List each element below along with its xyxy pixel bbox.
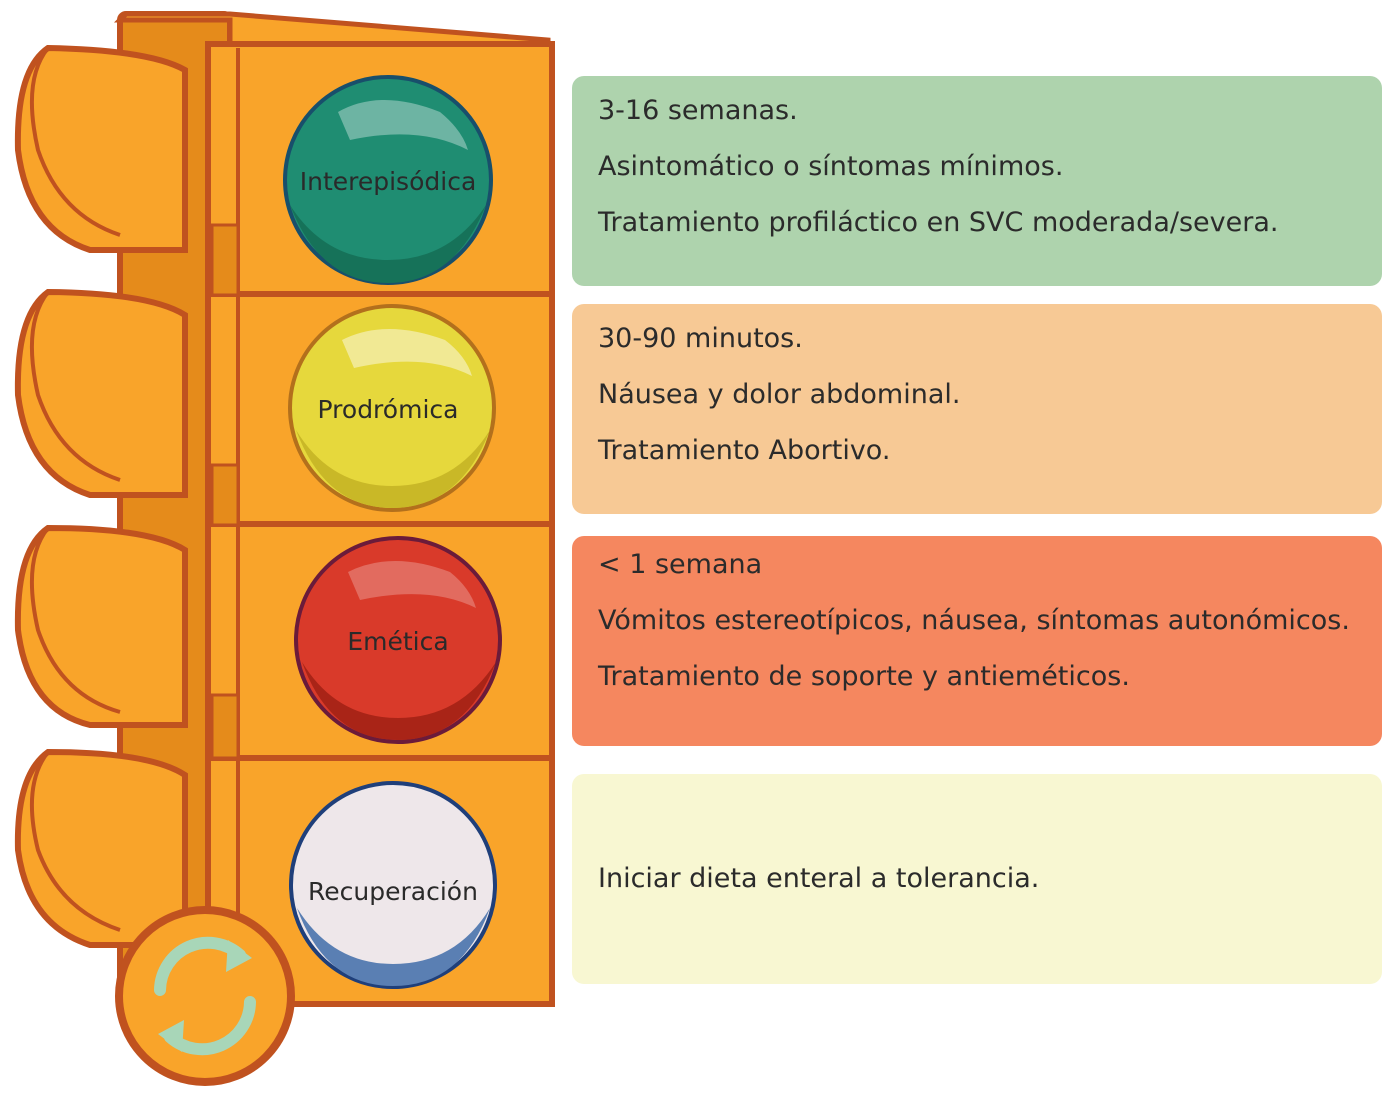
housing-bracket-2 xyxy=(210,463,240,527)
info-treatment: Tratamiento Abortivo. xyxy=(598,435,891,466)
lamp-emetica: Emética xyxy=(294,536,502,744)
phase-label-prodromica: Prodrómica xyxy=(318,395,459,424)
visor-hood-2 xyxy=(14,288,188,498)
info-treatment: Tratamiento profiláctico en SVC moderada… xyxy=(598,207,1279,238)
lamp-recuperacion: Recuperación xyxy=(289,781,497,989)
info-duration: 30-90 minutos. xyxy=(598,323,803,354)
info-box-interepisodica: 3-16 semanas. Asintomático o síntomas mí… xyxy=(572,76,1382,286)
info-box-recuperacion: Iniciar dieta enteral a tolerancia. xyxy=(572,774,1382,984)
info-symptoms: Vómitos estereotípicos, náusea, síntomas… xyxy=(598,605,1350,636)
housing-bracket-1 xyxy=(210,223,240,297)
recycle-arrows-icon xyxy=(154,936,256,1056)
traffic-light: Interepisódica Prodrómica Emética Recupe… xyxy=(14,11,555,1086)
lamp-interepisodica: Interepisódica xyxy=(283,75,493,285)
phase-label-emetica: Emética xyxy=(347,627,448,656)
housing-bracket-3 xyxy=(210,693,240,760)
visor-hood-1 xyxy=(14,44,188,253)
visor-hood-4 xyxy=(14,748,188,948)
visor-hood-3 xyxy=(14,524,188,728)
info-treatment: Tratamiento de soporte y antieméticos. xyxy=(598,661,1130,692)
info-box-emetica: < 1 semana Vómitos estereotípicos, náuse… xyxy=(572,536,1382,746)
info-treatment: Iniciar dieta enteral a tolerancia. xyxy=(598,863,1040,894)
info-duration: < 1 semana xyxy=(598,549,763,580)
cycle-badge xyxy=(115,906,295,1086)
phase-label-interepisodica: Interepisódica xyxy=(300,167,477,196)
info-symptoms: Asintomático o síntomas mínimos. xyxy=(598,151,1064,182)
info-duration: 3-16 semanas. xyxy=(598,95,798,126)
lamp-prodromica: Prodrómica xyxy=(288,304,496,512)
info-symptoms: Náusea y dolor abdominal. xyxy=(598,379,961,410)
info-box-prodromica: 30-90 minutos. Náusea y dolor abdominal.… xyxy=(572,304,1382,514)
phase-label-recuperacion: Recuperación xyxy=(308,877,478,906)
